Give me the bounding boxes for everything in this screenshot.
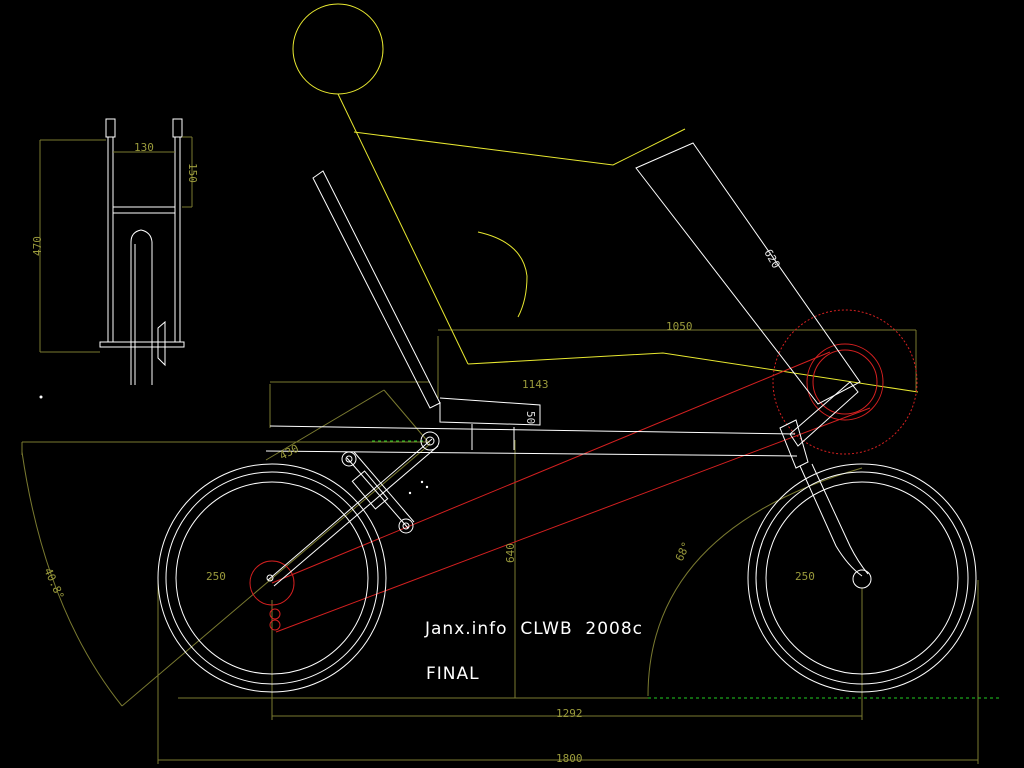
fork-detail-view	[99, 118, 185, 385]
frame-length-dim: 1143	[522, 378, 549, 391]
chain-drivetrain	[249, 309, 918, 633]
tube-small-dim: 50	[524, 411, 537, 424]
origin-point	[39, 395, 43, 399]
rear-angle-dim: 68°	[673, 540, 693, 564]
rear-wheel-radius-dim: 250	[795, 570, 815, 583]
seat-length-dim: 1050	[666, 320, 693, 333]
overall-length-dim: 1800	[556, 752, 583, 765]
fork-width-dim: 130	[134, 141, 154, 154]
front-angle-dim: 40.8°	[41, 566, 66, 602]
fork-detail-dimensions	[39, 136, 193, 353]
fork-height-dim: 150	[186, 163, 199, 183]
wheelbase-dim: 1292	[556, 707, 583, 720]
front-boom-dim: 430	[277, 442, 301, 463]
frame-height-dim: 640	[504, 543, 517, 563]
dimension-lines	[21, 329, 979, 764]
drawing-status: FINAL	[426, 664, 480, 684]
fork-total-dim: 470	[31, 236, 44, 256]
front-wheel-radius-dim: 250	[206, 570, 226, 583]
rider-outline	[292, 3, 919, 393]
drawing-title: Janx.info CLWB 2008c	[424, 619, 643, 639]
frame-markers	[408, 480, 429, 495]
bike-frame	[157, 142, 977, 693]
